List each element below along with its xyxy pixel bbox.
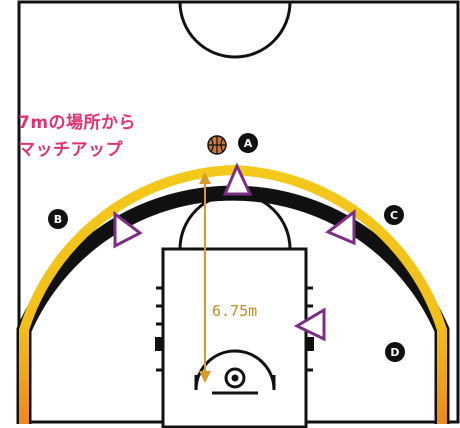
player-a: A	[238, 133, 258, 153]
lane-marks-left	[155, 286, 163, 372]
distance-label: 6.75m	[212, 302, 257, 320]
defender-a-triangle-icon	[222, 162, 253, 196]
player-d: D	[385, 342, 405, 362]
rim	[224, 367, 246, 389]
center-circle	[178, 1, 292, 59]
player-d-label: D	[390, 346, 399, 359]
diagram-title-line-2: マッチアップ	[18, 140, 123, 160]
three-point-arc-right	[232, 165, 447, 424]
player-a-label: A	[244, 137, 253, 150]
defender-d-triangle-icon	[293, 307, 326, 342]
three-point-arc-left	[19, 165, 234, 424]
player-b-label: B	[54, 213, 62, 226]
player-b: B	[48, 209, 68, 229]
paint-area	[161, 247, 308, 428]
player-c-label: C	[390, 209, 398, 222]
player-c: C	[384, 205, 404, 225]
basketball-icon	[207, 135, 227, 155]
diagram-title-line-1: 7mの場所から	[18, 113, 137, 133]
defender-c-triangle-icon	[325, 208, 356, 246]
rim-center	[231, 374, 239, 382]
defender-b-triangle-icon	[113, 210, 143, 249]
